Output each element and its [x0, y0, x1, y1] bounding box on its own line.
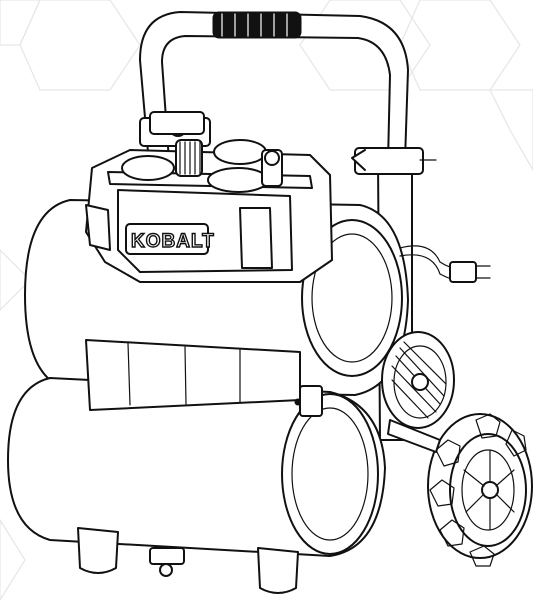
wheel: [387, 413, 533, 567]
power-cord: [399, 245, 491, 283]
feet: [77, 527, 299, 594]
fan-cover: [381, 331, 455, 429]
motor-housing: KOBALT: [85, 111, 333, 283]
lower-tank: [7, 377, 386, 557]
front-plate: [85, 339, 323, 417]
brand-badge: [125, 223, 209, 255]
brand-label: KOBALT: [131, 231, 215, 252]
handle-grip: [212, 11, 302, 39]
